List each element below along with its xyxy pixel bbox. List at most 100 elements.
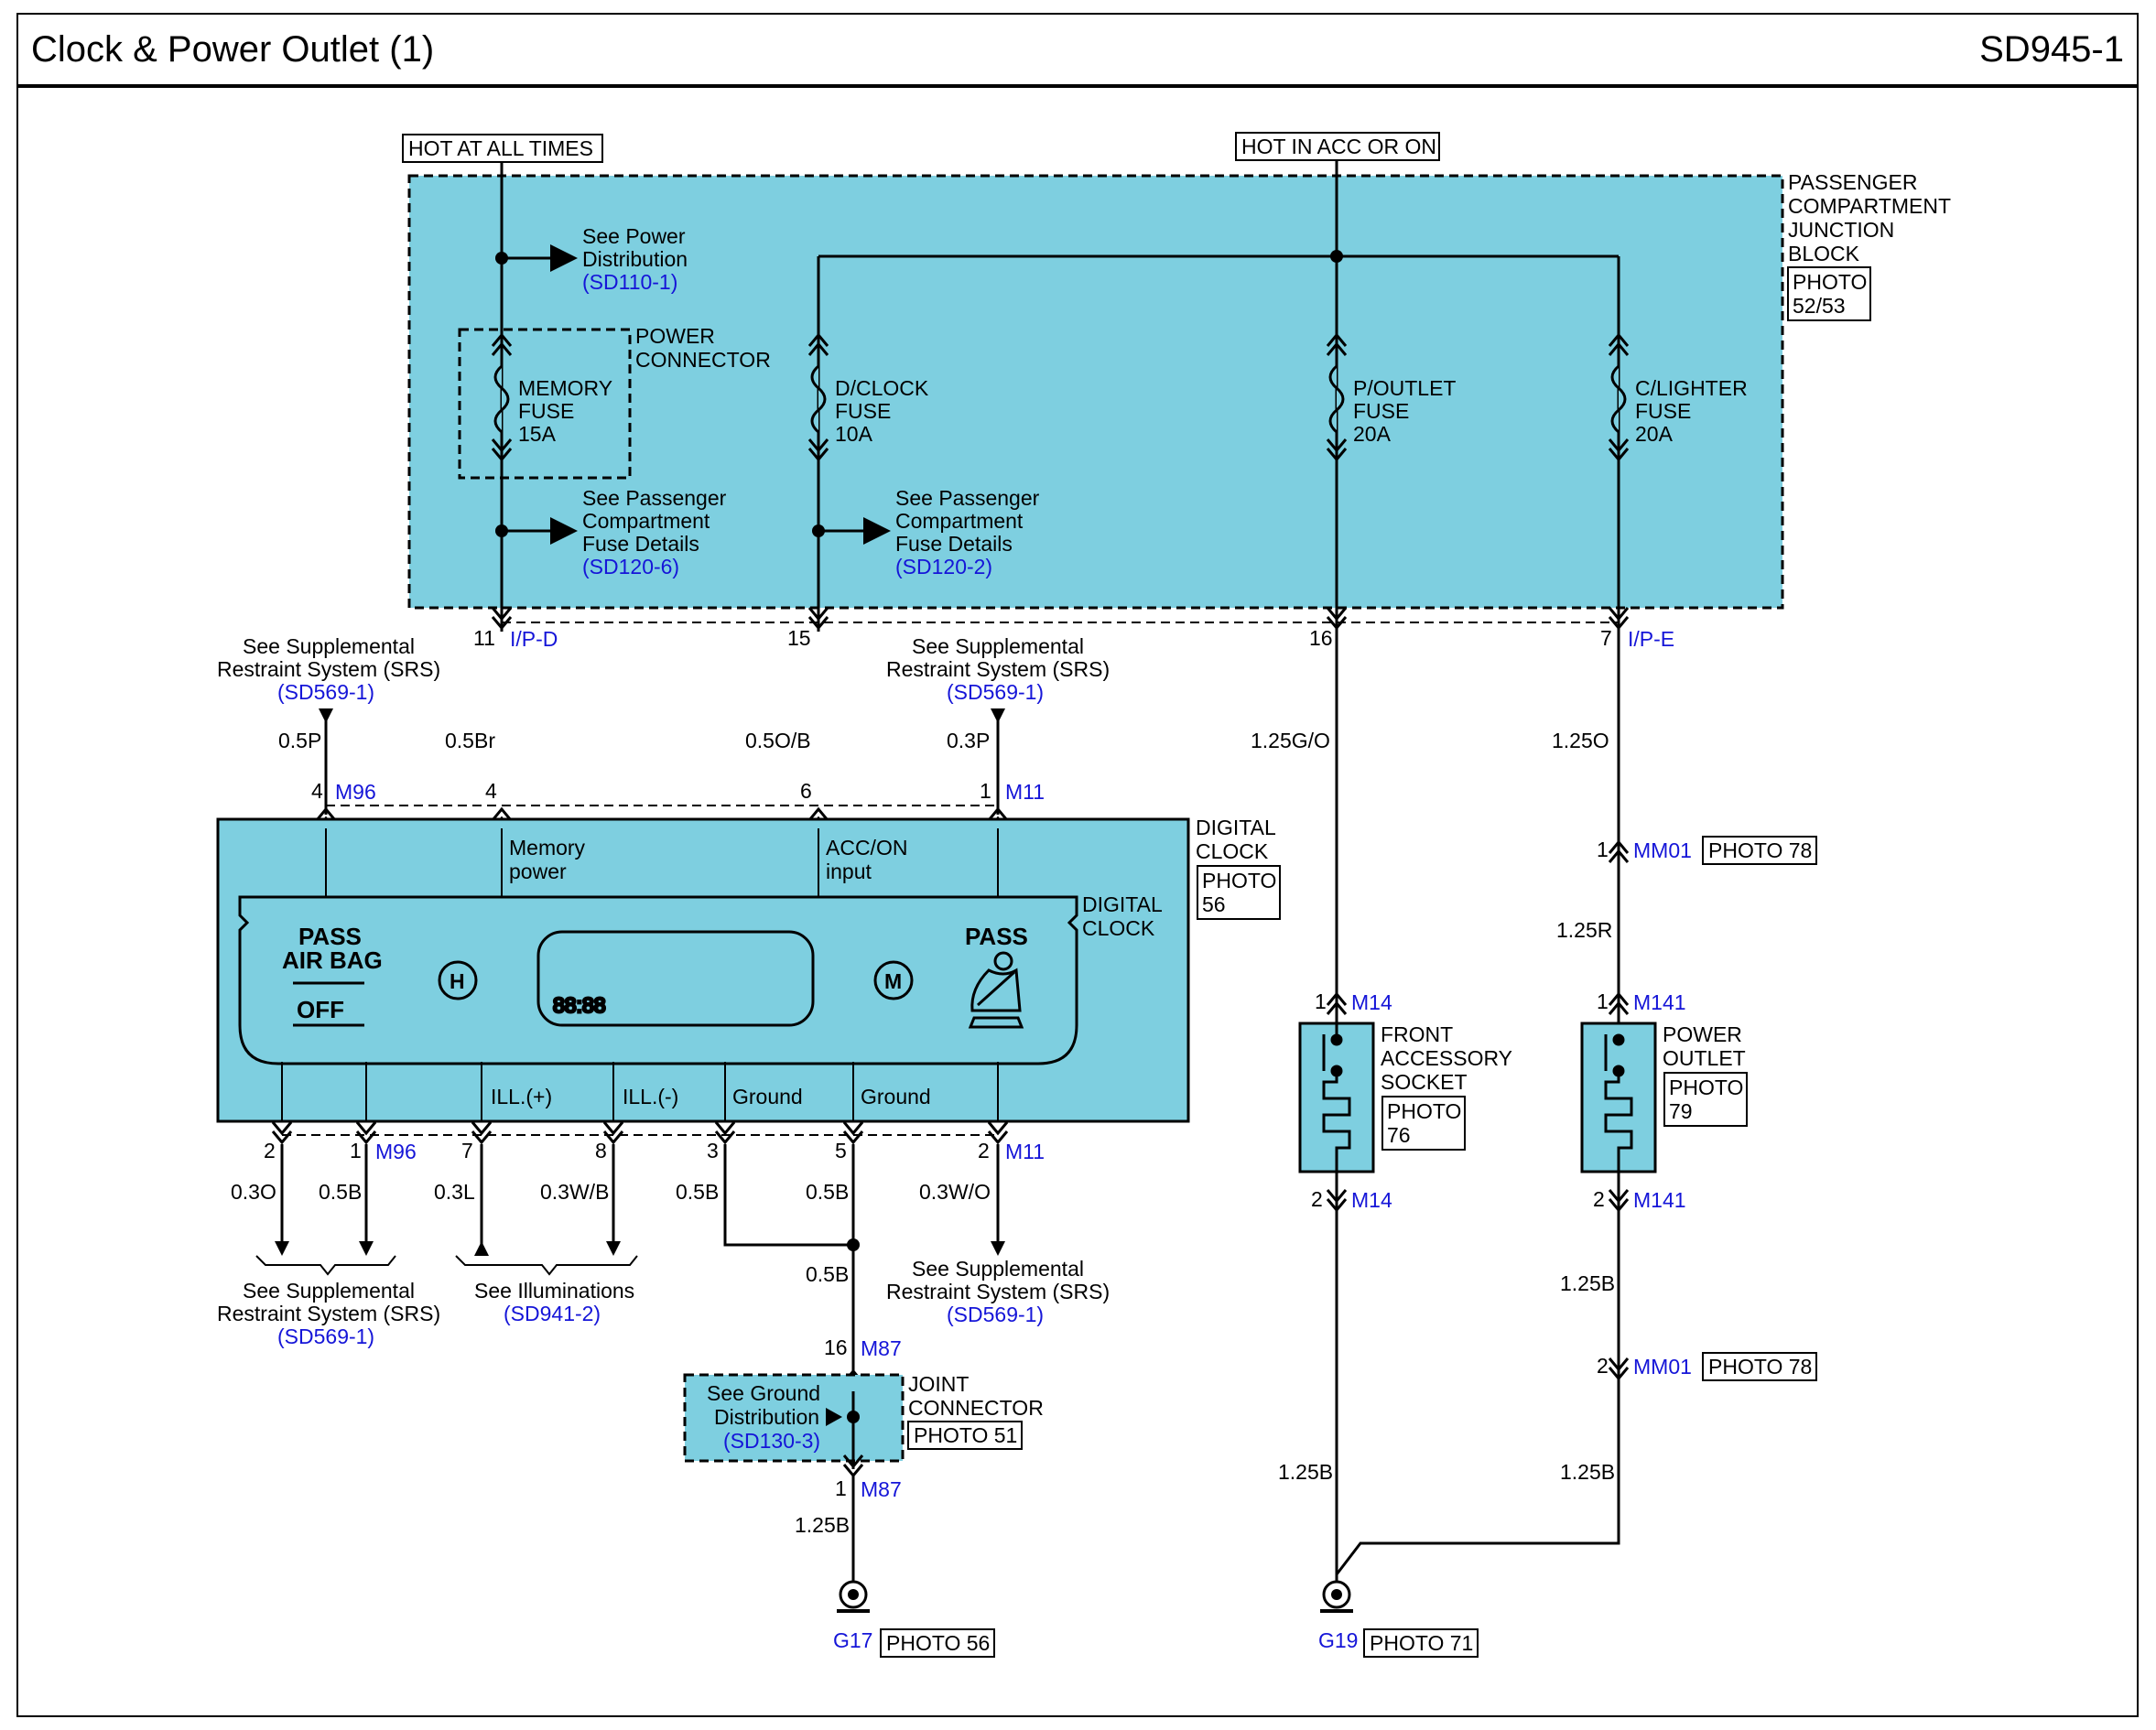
power-outlet-l2: OUTLET <box>1663 1046 1746 1070</box>
clock-display <box>536 930 815 1027</box>
jb-pin-11: 11 <box>473 626 495 650</box>
poutlet-fuse-icon <box>1326 332 1348 462</box>
mm01-photo-2: PHOTO 78 <box>1708 1355 1812 1379</box>
fuse-details-a-ref: (SD120-6) <box>582 555 679 578</box>
front-socket-heater-icon <box>1322 1016 1351 1181</box>
page-title: Clock & Power Outlet (1) <box>31 29 435 70</box>
power-outlet-m141: M141 <box>1633 990 1686 1014</box>
power-dist-l2: Distribution <box>582 247 688 271</box>
g17-photo: PHOTO 56 <box>886 1631 990 1655</box>
power-outlet-l1: POWER <box>1663 1022 1742 1046</box>
hot-at-all-times-label: HOT AT ALL TIMES <box>408 136 593 160</box>
joint-pin-16: 16 <box>824 1335 848 1359</box>
digital-clock-photo1: PHOTO <box>1202 869 1276 892</box>
clock-bottom-m96: M96 <box>375 1140 417 1163</box>
hour-button-icon <box>438 960 478 1000</box>
ground-dist-l1: See Ground <box>707 1381 820 1405</box>
jb-pin-16: 16 <box>1309 626 1333 650</box>
srs-bottom-left-l2: Restraint System (SRS) <box>217 1302 440 1325</box>
diagram-frame: Clock & Power Outlet (1) SD945-1 <box>16 13 2139 1717</box>
fuse-details-a-l2: Compartment <box>582 509 710 533</box>
digital-clock-inner1: DIGITAL <box>1082 892 1163 916</box>
ground-2-label: Ground <box>861 1085 931 1108</box>
memory-fuse-icon <box>491 332 513 462</box>
g17-name: G17 <box>833 1628 872 1652</box>
ill-plus-label: ILL.(+) <box>491 1085 552 1108</box>
front-socket-l3: SOCKET <box>1381 1070 1468 1094</box>
srs-bottom-left-l1: See Supplemental <box>243 1279 415 1303</box>
power-outlet-photo1: PHOTO <box>1669 1076 1743 1099</box>
power-connector-box <box>458 328 632 480</box>
clock-digits: 88:88 <box>553 993 606 1017</box>
wire-125o: 1.25O <box>1552 729 1609 752</box>
poutlet-fuse-l2: FUSE <box>1353 399 1409 423</box>
front-socket-l2: ACCESSORY <box>1381 1046 1512 1070</box>
junction-block <box>407 174 1784 610</box>
srs-top-left-ref: (SD569-1) <box>277 680 374 704</box>
ground-dist-ref: (SD130-3) <box>723 1429 820 1453</box>
dclock-fuse-l2: FUSE <box>835 399 891 423</box>
memory-fuse-l2: FUSE <box>518 399 574 423</box>
joint-photo: PHOTO 51 <box>914 1423 1017 1447</box>
wire-05b-3: 0.5B <box>676 1180 719 1204</box>
memory-fuse-l3: 15A <box>518 422 557 446</box>
joint-pin-1: 1 <box>835 1476 847 1500</box>
minute-button-label: M <box>884 969 902 993</box>
illum-ref: (SD941-2) <box>504 1302 601 1325</box>
mm01-name-1: MM01 <box>1633 838 1692 862</box>
clock-pin-4a: 4 <box>311 779 323 803</box>
fuse-details-b-l2: Compartment <box>895 509 1024 533</box>
joint-connector-box <box>683 1373 905 1463</box>
front-socket-photo2: 76 <box>1387 1123 1411 1147</box>
front-socket-m14b: M14 <box>1351 1188 1392 1212</box>
power-outlet-m141b: M141 <box>1633 1188 1686 1212</box>
power-conn-l1: POWER <box>635 324 715 348</box>
poutlet-fuse-l3: 20A <box>1353 422 1392 446</box>
digital-clock-photo2: 56 <box>1202 892 1226 916</box>
mm01-pin-2: 2 <box>1597 1354 1609 1378</box>
mm01-name-2: MM01 <box>1633 1355 1692 1379</box>
minute-button-icon <box>873 960 914 1000</box>
acc-input-l1: ACC/ON <box>826 836 907 860</box>
fuse-details-b-ref: (SD120-2) <box>895 555 992 578</box>
srs-top-right-l1: See Supplemental <box>912 634 1084 658</box>
seatbelt-icon <box>968 951 1024 1029</box>
front-socket-l1: FRONT <box>1381 1022 1453 1046</box>
wire-03p: 0.3P <box>947 729 990 752</box>
front-socket-m14: M14 <box>1351 990 1392 1014</box>
power-outlet-heater-icon <box>1604 1033 1633 1181</box>
srs-top-right-ref: (SD569-1) <box>947 680 1044 704</box>
power-dist-l1: See Power <box>582 224 686 248</box>
memory-fuse-l1: MEMORY <box>518 376 612 400</box>
poutlet-fuse-l1: P/OUTLET <box>1353 376 1456 400</box>
power-outlet-pin-1: 1 <box>1597 989 1609 1013</box>
jb-ipd: I/P-D <box>510 627 558 651</box>
power-outlet-photo2: 79 <box>1669 1099 1693 1123</box>
srs-top-right-l2: Restraint System (SRS) <box>886 657 1110 681</box>
wire-05p: 0.5P <box>278 729 321 752</box>
power-conn-l2: CONNECTOR <box>635 348 771 372</box>
joint-l1: JOINT <box>908 1372 969 1396</box>
ill-minus-label: ILL.(-) <box>623 1085 678 1108</box>
pass-airbag-airbag: AIR BAG <box>282 946 383 974</box>
digital-clock-l2: CLOCK <box>1196 839 1269 863</box>
wire-125b-g17: 1.25B <box>795 1513 850 1537</box>
wire-03wb: 0.3W/B <box>540 1180 609 1204</box>
power-outlet-pin-2: 2 <box>1593 1187 1605 1211</box>
illum-l1: See Illuminations <box>474 1279 634 1303</box>
clighter-fuse-icon <box>1608 332 1630 462</box>
fuse-details-a-l1: See Passenger <box>582 486 727 510</box>
joint-l2: CONNECTOR <box>908 1396 1044 1420</box>
clighter-fuse-l1: C/LIGHTER <box>1635 376 1748 400</box>
wire-05b-j: 0.5B <box>806 1262 849 1286</box>
fuse-details-a-l3: Fuse Details <box>582 532 699 556</box>
clock-m96-top: M96 <box>335 780 376 804</box>
wire-03wo: 0.3W/O <box>919 1180 991 1204</box>
ground-dist-l2: Distribution <box>714 1405 819 1429</box>
wire-125b-mm01b: 1.25B <box>1560 1460 1615 1484</box>
front-socket-pin-1: 1 <box>1315 989 1327 1013</box>
ground-g17-icon <box>837 1580 870 1613</box>
clock-bottom-pin-7: 7 <box>461 1139 473 1162</box>
srs-bottom-left-ref: (SD569-1) <box>277 1325 374 1348</box>
